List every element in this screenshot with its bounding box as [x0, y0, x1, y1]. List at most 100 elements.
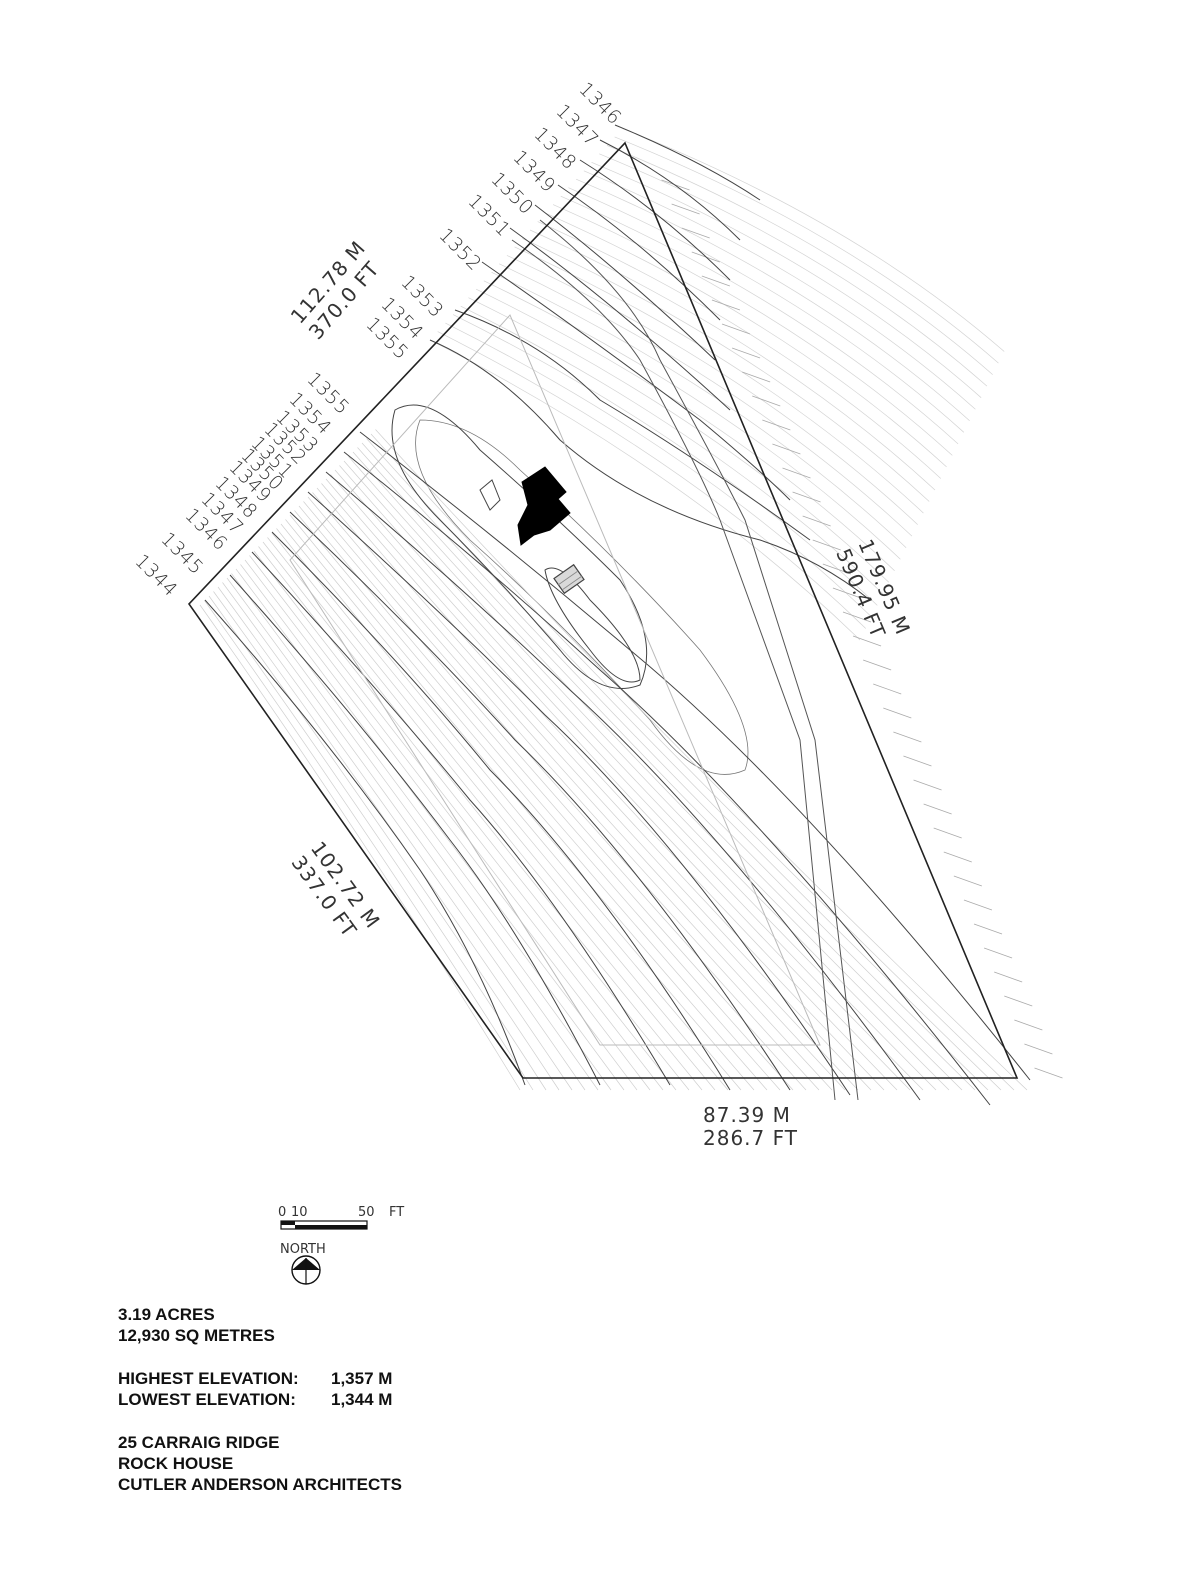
minor-contour-line [276, 528, 742, 1091]
edge-tick [782, 467, 811, 479]
site-info-block: 3.19 ACRES 12,930 SQ METRES HIGHEST ELEV… [118, 1304, 402, 1495]
minor-contour-line [240, 564, 638, 1091]
minor-contour-line [262, 541, 703, 1091]
scale-bar-segment-bottom [295, 1225, 367, 1229]
architect-name: CUTLER ANDERSON ARCHITECTS [118, 1475, 402, 1494]
contour-line [251, 551, 671, 1086]
contour-line [557, 184, 721, 321]
contour-line [481, 261, 791, 501]
minor-contour-line [591, 161, 982, 398]
contour-line [204, 599, 526, 1086]
site-plan-drawing: 1346134713481349135013511352135313541355… [130, 78, 1063, 1285]
minor-contour-line [499, 263, 913, 537]
edge-tick [903, 755, 932, 767]
minor-contour-line [204, 600, 534, 1091]
minor-contour-line [529, 229, 936, 491]
minor-contour-line [231, 573, 612, 1091]
edge-tick [943, 851, 972, 863]
scale-bar-segment-top [281, 1221, 295, 1225]
edge-tick [681, 227, 710, 239]
scale-bar: 0 10 50 FT [278, 1205, 404, 1230]
project-name: ROCK HOUSE [118, 1454, 234, 1473]
minor-contour-line [226, 577, 599, 1091]
contour-line [544, 567, 641, 683]
contour-line [509, 227, 731, 411]
edge-tick [933, 827, 962, 839]
north-arrow-label: NORTH [280, 1242, 326, 1257]
minor-contour-line [334, 469, 911, 1091]
major-contour-lines [204, 124, 1031, 1106]
minor-contour-line [249, 555, 664, 1091]
outbuilding-footprint [553, 563, 585, 595]
minor-contour-line [545, 212, 947, 468]
minor-contour-line [506, 255, 918, 525]
minor-contour-line [437, 331, 867, 629]
edge-tick [923, 803, 952, 815]
scale-bar-unit: FT [389, 1205, 404, 1220]
dimension-south: 87.39 M 286.7 FT [703, 1103, 798, 1150]
minor-contour-line [271, 532, 729, 1091]
edge-tick [721, 323, 751, 335]
edge-tick [852, 635, 882, 647]
minor-contour-line [267, 537, 716, 1091]
edge-tick [701, 275, 730, 287]
highest-elevation-value: 1,357 M [331, 1369, 393, 1388]
contour-line [579, 159, 731, 281]
minor-contour-line [298, 505, 807, 1091]
minor-contour-line [614, 136, 999, 364]
edge-tick [671, 203, 700, 215]
contour-labels-south-west: 1355135413531352135113501349134813471346… [130, 368, 353, 601]
edge-tick [913, 779, 942, 791]
edge-tick [1024, 1043, 1053, 1055]
property-boundary [187, 141, 1019, 1079]
minor-contour-line [199, 604, 521, 1091]
minor-contour-line [361, 442, 989, 1091]
minor-contour-line [348, 456, 950, 1091]
contour-line [614, 124, 761, 201]
edge-tick [1034, 1067, 1063, 1079]
edge-tick [963, 899, 993, 911]
contour-line [534, 204, 716, 361]
minor-contour-line [522, 238, 930, 502]
edge-tick [822, 563, 851, 575]
edge-tick [762, 419, 791, 431]
edge-tick [1004, 995, 1033, 1007]
contour-line [479, 479, 501, 511]
lowest-elevation-label: LOWEST ELEVATION: [118, 1390, 296, 1409]
minor-contour-line [316, 487, 859, 1091]
minor-contour-line [325, 478, 885, 1091]
edge-tick [711, 299, 741, 311]
dimension-south-feet: 286.7 FT [703, 1126, 798, 1150]
minor-contour-line [289, 514, 781, 1091]
north-arrow: NORTH [280, 1242, 326, 1285]
minor-contour-line [321, 483, 872, 1091]
contour-line [289, 511, 791, 1091]
minor-contour-lines [199, 128, 1063, 1091]
edge-tick [742, 371, 771, 383]
minor-contour-line [568, 187, 965, 433]
contour-line [429, 339, 871, 601]
minor-contour-line [583, 170, 976, 410]
minor-contour-line [244, 559, 651, 1091]
highest-elevation-label: HIGHEST ELEVATION: [118, 1369, 299, 1388]
minor-contour-line [452, 314, 878, 606]
minor-contour-line [258, 546, 690, 1091]
contour-line [229, 574, 601, 1086]
edge-tick [772, 443, 801, 455]
contour-line [325, 471, 921, 1101]
setback-line [289, 314, 821, 1046]
contour-line [343, 451, 991, 1106]
minor-contour-line [483, 280, 901, 560]
contour-line [454, 309, 811, 541]
minor-contour-line [339, 465, 924, 1091]
lowest-elevation-value: 1,344 M [331, 1390, 393, 1409]
scale-bar-tick-zero: 0 [278, 1205, 286, 1220]
edge-tick [802, 515, 831, 527]
minor-contour-line [307, 496, 833, 1091]
minor-contour-line [253, 550, 677, 1091]
road-lines [511, 219, 859, 1101]
lowest-elevation-row: LOWEST ELEVATION: 1,344 M [118, 1389, 402, 1410]
edge-tick [792, 491, 821, 503]
minor-contour-line [552, 204, 953, 456]
